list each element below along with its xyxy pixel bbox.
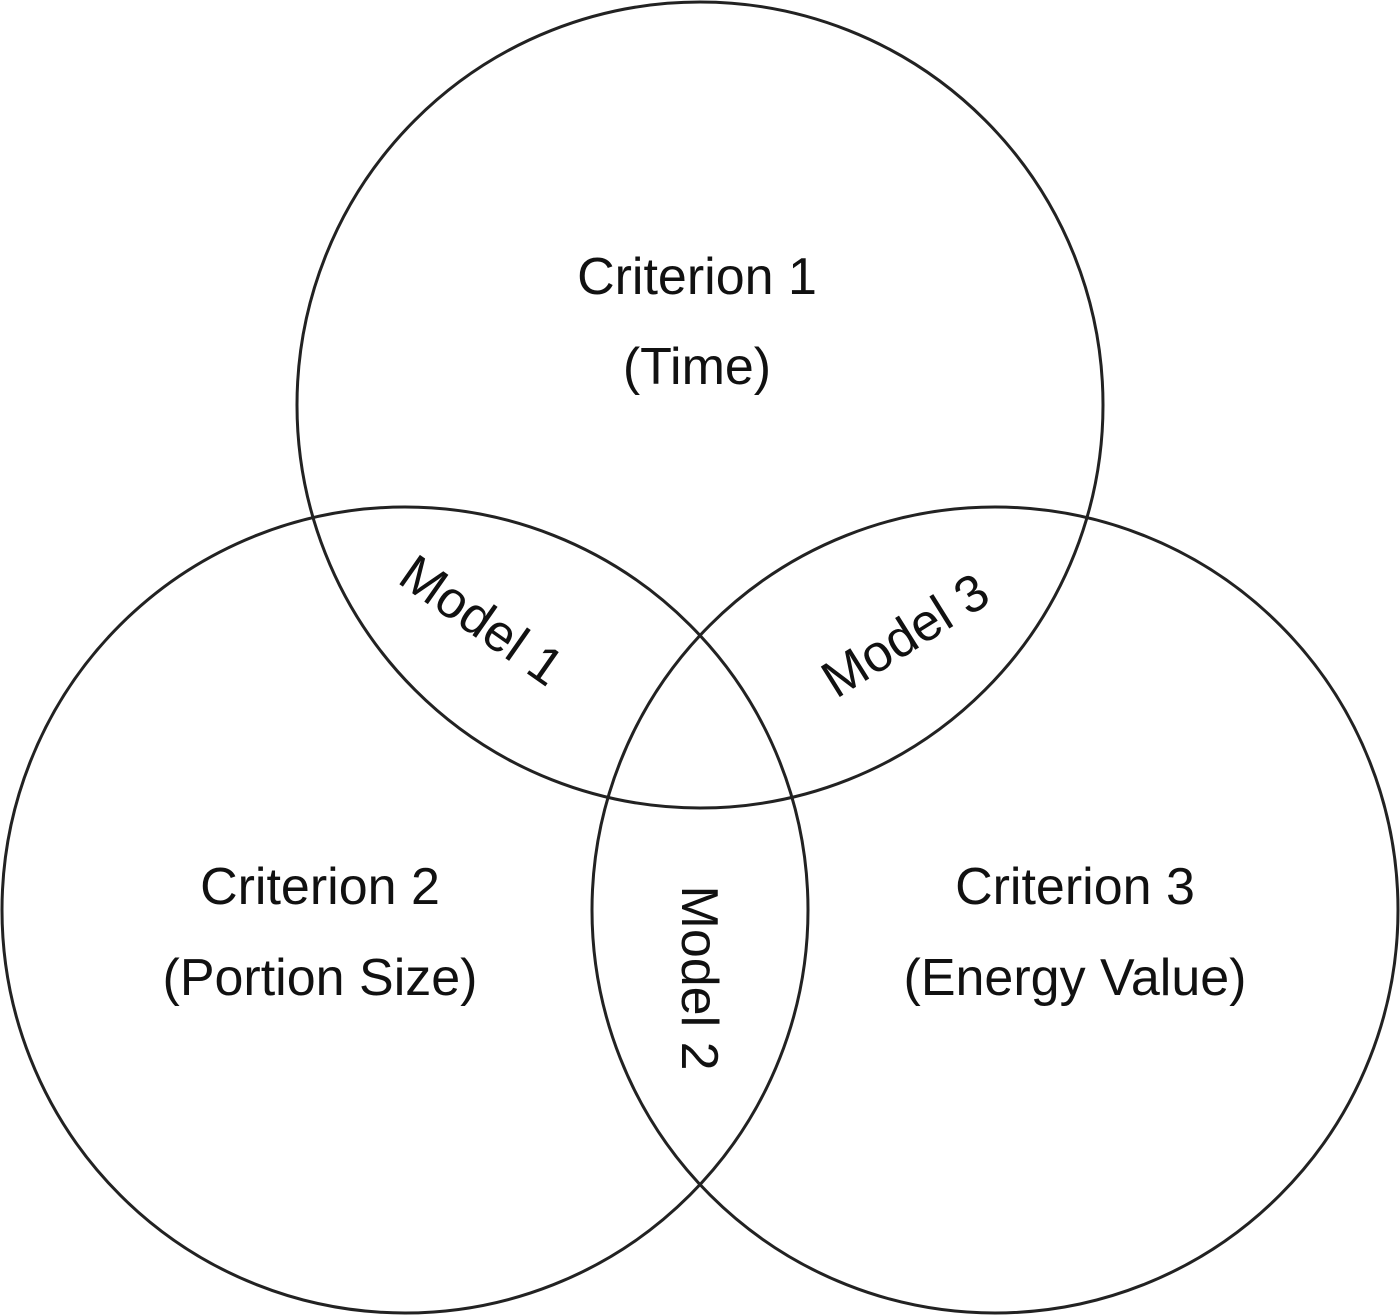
criterion-2-subtitle: (Portion Size) [163,949,478,1007]
criterion-3-subtitle: (Energy Value) [904,949,1247,1007]
criterion-1-subtitle: (Time) [623,338,771,396]
model-2-label: Model 2 [670,886,728,1071]
model-1-label: Model 1 [389,544,574,698]
criterion-3-title: Criterion 3 [955,858,1195,916]
model-3-label: Model 3 [812,562,1000,709]
circle-criterion-3 [590,505,1400,1315]
circle-criterion-2 [0,505,810,1315]
circle-criterion-1 [295,0,1105,810]
criterion-1-title: Criterion 1 [577,248,817,306]
criterion-2-title: Criterion 2 [200,858,440,916]
